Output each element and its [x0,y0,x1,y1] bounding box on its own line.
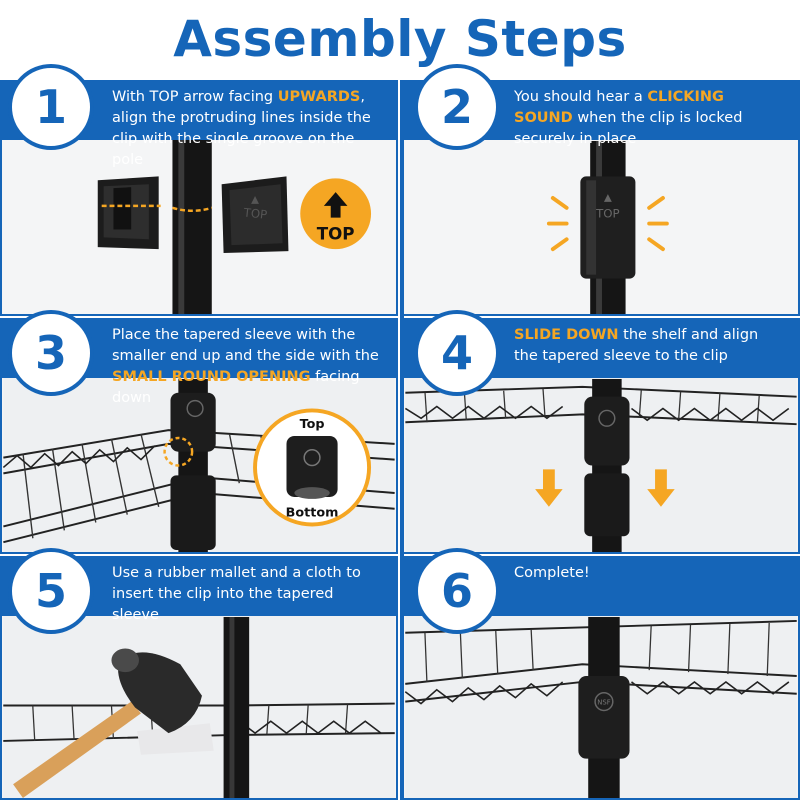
instruction-text: the shelf and align the tapered sleeve t… [514,327,759,364]
instruction-text: Complete! [514,565,590,581]
instruction-text: Use a rubber mallet and a cloth to inser… [112,565,361,623]
rubber-mallet-icon [13,648,202,798]
instruction-highlight: UPWARDS [277,89,361,105]
sleeve-top-label: Top [300,417,325,432]
center-divider [400,80,404,800]
instruction-highlight: SMALL ROUND OPENING [112,369,311,385]
down-arrow-icon [535,469,563,507]
down-arrow-icon [647,469,675,507]
step-2-number: 2 [414,64,500,150]
instruction-text: With TOP arrow facing [112,89,278,105]
step-6-number: 6 [414,548,500,634]
top-arrow-badge: TOP [300,178,372,250]
instruction-highlight: SLIDE DOWN [514,327,619,343]
instruction-text: , align the protruding lines inside the … [112,89,371,168]
instruction-highlight: CLICKING SOUND [514,89,724,126]
nsf-mark: NSF [597,699,611,707]
up-arrow-icon [323,192,348,218]
clip-top-mark: TOP [595,207,620,221]
instruction-text: facing down [112,369,360,406]
step-4-number: 4 [414,310,500,396]
click-sound-marks-right [647,196,669,252]
step-1-number: 1 [8,64,94,150]
instruction-text: when the clip is locked securely in plac… [514,110,743,147]
step-6-panel: NSF Complete! [402,556,800,800]
sleeve-bottom-label: Bottom [286,506,339,521]
sleeve-zoom-callout: Top Bottom [253,408,372,527]
page-title: Assembly Steps [173,10,627,68]
step-5-number: 5 [8,548,94,634]
nsf-logo-icon [186,399,204,418]
step-5-panel: Use a rubber mallet and a cloth to inser… [0,556,398,800]
step-3-number: 3 [8,310,94,396]
click-sound-marks-left [546,196,569,252]
instruction-text: You should hear a [514,89,648,105]
top-badge-label: TOP [317,223,355,243]
instruction-text: Place the tapered sleeve with the smalle… [112,327,379,364]
clip-top-mark: TOP [242,205,268,221]
